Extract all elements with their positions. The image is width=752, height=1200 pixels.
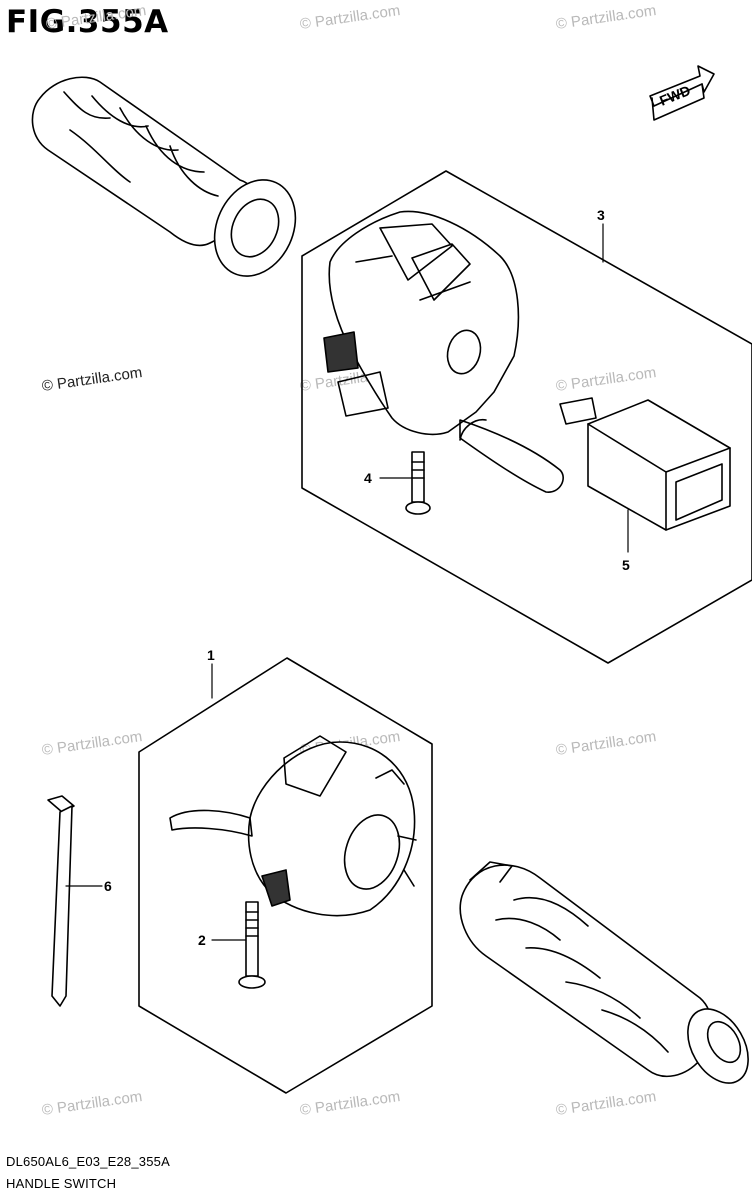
fwd-arrow-icon: [649, 65, 715, 121]
assembly-box-upper: [301, 170, 752, 664]
callout-1: 1: [207, 647, 215, 663]
diagram-caption: HANDLE SWITCH: [6, 1176, 117, 1191]
callout-5: 5: [622, 557, 630, 573]
grip-left-drawing: [31, 76, 297, 277]
figure-title: FIG.355A: [6, 4, 169, 40]
diagram-code: DL650AL6_E03_E28_355A: [6, 1154, 170, 1169]
cover-5-drawing: [559, 397, 731, 531]
screw-4-drawing: [405, 451, 431, 515]
callout-3: 3: [597, 207, 605, 223]
callout-4: 4: [364, 470, 372, 486]
grip-right-drawing: [459, 861, 749, 1084]
cable-tie-6-drawing: [47, 795, 75, 1007]
right-handle-switch-drawing: [323, 210, 564, 493]
left-handle-switch-drawing: [169, 735, 417, 917]
screw-2-drawing: [238, 901, 266, 989]
callout-6: 6: [104, 878, 112, 894]
callout-2: 2: [198, 932, 206, 948]
assembly-box-lower: [138, 657, 433, 1094]
